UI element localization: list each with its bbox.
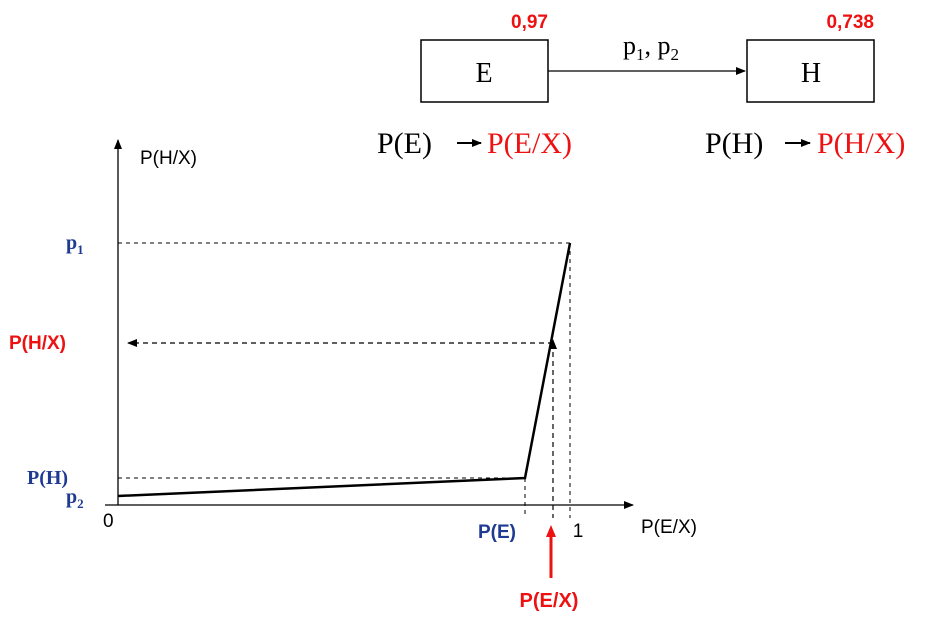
y-tick-p-h-x: P(H/X) <box>9 333 66 354</box>
node-h-box <box>746 39 875 103</box>
y-axis-label: P(H/X) <box>140 148 197 169</box>
formula-right-prior: P(H) <box>705 127 763 160</box>
y-tick-p1: p1 <box>66 232 84 257</box>
top-diagram: E 0,97 H 0,738 p1, p2 <box>420 12 875 103</box>
y-tick-p-h: P(H) <box>27 467 68 489</box>
formula-left: P(E) P(E/X) <box>377 127 572 160</box>
node-h-value: 0,738 <box>826 12 874 33</box>
x-tick-p-e: P(E) <box>478 522 516 543</box>
node-h-label: H <box>801 58 821 89</box>
posterior-marker-label: P(E/X) <box>520 590 579 612</box>
formula-left-posterior: P(E/X) <box>487 127 572 160</box>
node-e-box <box>420 39 549 103</box>
x-tick-origin: 0 <box>103 511 114 532</box>
node-e-label: E <box>475 58 492 89</box>
formula-left-prior: P(E) <box>377 127 432 160</box>
y-tick-p2: p2 <box>66 486 84 511</box>
formula-right-posterior: P(H/X) <box>817 127 905 160</box>
x-tick-one: 1 <box>573 521 584 542</box>
x-axis-label: P(E/X) <box>641 517 697 538</box>
graph: P(H/X) P(E/X) p1 P(H/X) P(H) p2 0 P(E) 1… <box>9 139 697 612</box>
interpolation-curve <box>117 242 572 498</box>
edge-label: p1, p2 <box>623 31 679 64</box>
formula-right: P(H) P(H/X) <box>705 127 905 160</box>
node-e-value: 0,97 <box>511 12 548 33</box>
